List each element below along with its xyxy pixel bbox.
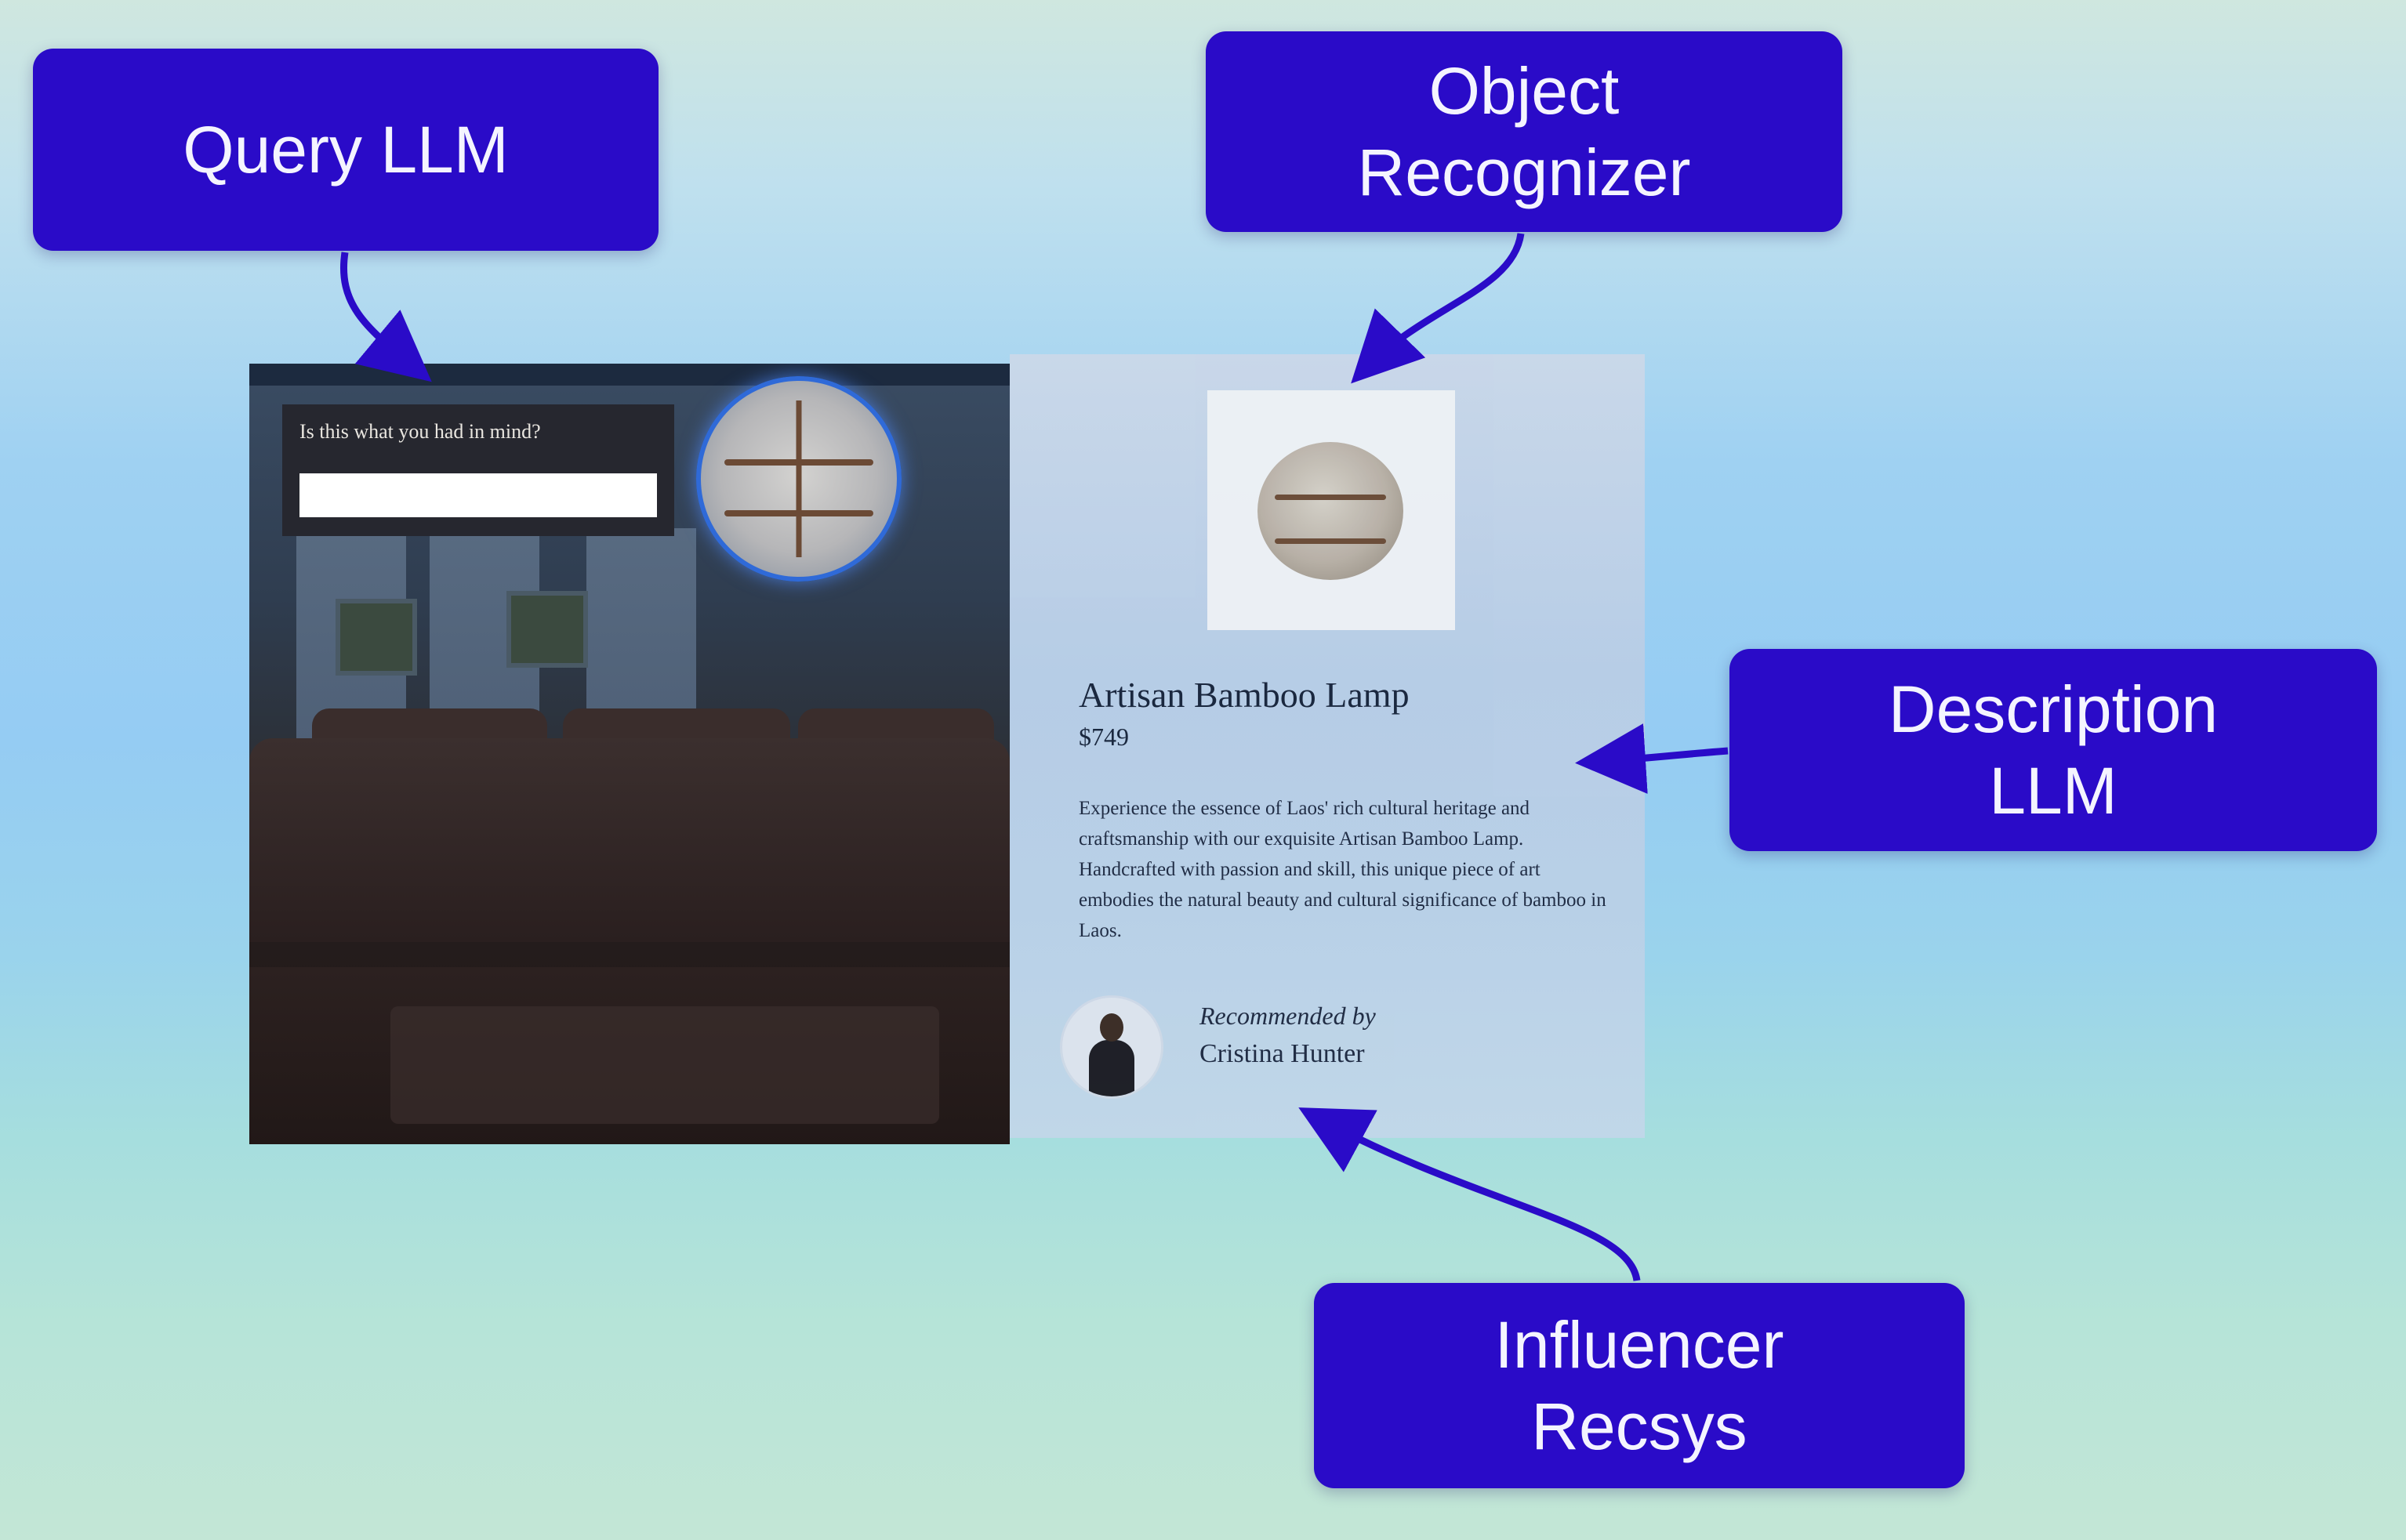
description-llm-callout: Description LLM [1729,649,2377,851]
recommender-name: Cristina Hunter [1199,1039,1365,1068]
lamp-band [1275,494,1386,500]
product-detail-panel: Artisan Bamboo Lamp $749 Experience the … [1010,354,1645,1138]
wall-picture-frame [506,591,588,668]
description-llm-label-line1: Description [1888,672,2219,746]
avatar [1060,995,1163,1099]
description-llm-label-line2: LLM [1989,754,2117,828]
detected-lamp-highlight[interactable] [696,376,902,582]
object-recognizer-label-line1: Object [1428,54,1620,128]
influencer-recsys-arrow [1298,1107,1641,1281]
object-recognizer-arrow [1351,233,1525,384]
lamp-icon [1257,442,1403,580]
product-description: Experience the essence of Laos' rich cul… [1079,798,1606,941]
influencer-recsys-callout: Influencer Recsys [1314,1283,1965,1488]
object-recognizer-label-line2: Recognizer [1357,136,1691,209]
room-top-strip [249,364,1010,386]
query-llm-arrow [340,252,432,382]
product-price: $749 [1079,723,1129,751]
query-llm-callout: Query LLM [33,49,659,251]
query-input[interactable] [299,473,657,517]
recommended-by-label: Recommended by [1199,1002,1376,1030]
influencer-recsys-label-line2: Recsys [1531,1390,1747,1463]
lamp-rib [796,400,802,557]
recommender[interactable]: Recommended by Cristina Hunter [1060,995,1624,1113]
avatar-head [1100,1013,1123,1042]
product-image [1207,390,1455,630]
lamp-band [1275,538,1386,545]
room-rug [390,1006,939,1124]
room-scene-panel: Is this what you had in mind? [249,364,1010,1144]
object-recognizer-callout: Object Recognizer [1206,31,1842,232]
query-prompt: Is this what you had in mind? [299,420,541,443]
avatar-body [1089,1040,1134,1096]
product-title: Artisan Bamboo Lamp [1079,675,1410,715]
sofa [249,738,1010,942]
wall-picture-frame [336,599,417,676]
influencer-recsys-label-line1: Influencer [1494,1308,1784,1382]
query-box: Is this what you had in mind? [282,404,674,536]
query-llm-label: Query LLM [183,113,509,187]
